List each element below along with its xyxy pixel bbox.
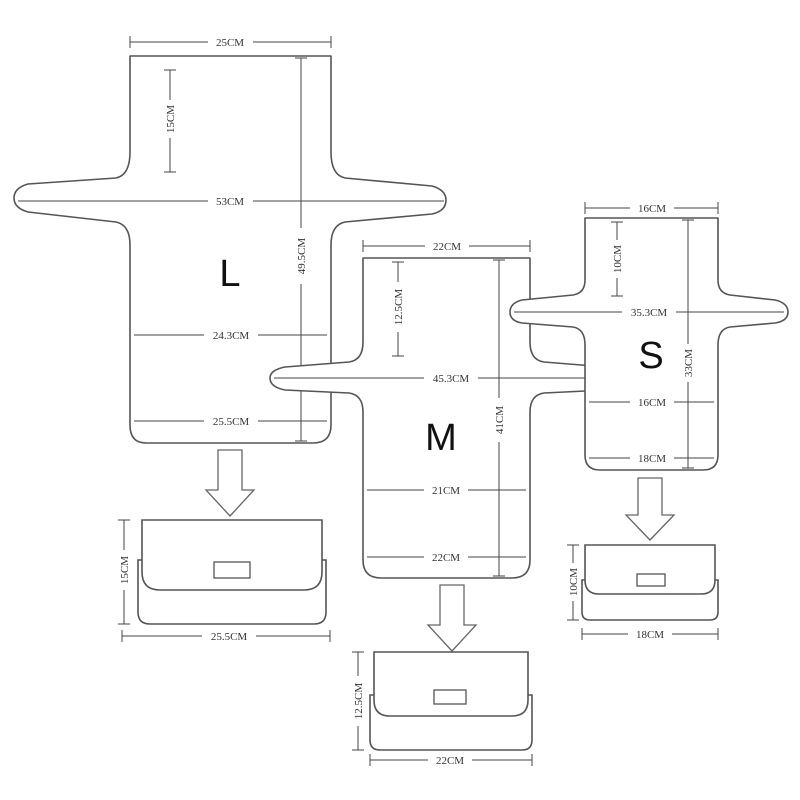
s-top-width-label: 16CM <box>638 203 666 215</box>
s-body-width-label: 16CM <box>638 397 666 409</box>
arrow-down-s-icon <box>624 477 676 541</box>
bag-l: 15CM 25.5CM <box>117 519 331 643</box>
m-bag-width-label: 22CM <box>436 755 464 767</box>
m-top-width-label: 22CM <box>433 241 461 253</box>
m-neck-height-label: 12.5CM <box>393 289 405 326</box>
m-wing-span-label: 45.3CM <box>433 373 470 385</box>
l-bottom-width-label: 25.5CM <box>213 416 250 428</box>
s-bag-height-label: 10CM <box>568 568 580 596</box>
m-total-height-label: 41CM <box>494 406 506 434</box>
m-bottom-width-label: 22CM <box>432 552 460 564</box>
s-bottom-width-label: 18CM <box>638 453 666 465</box>
bag-s-flap <box>584 544 716 595</box>
bag-l-clasp <box>213 561 251 579</box>
size-letter-l: L <box>219 253 240 295</box>
bag-m-flap <box>373 651 529 717</box>
arrow-down-l-icon <box>204 449 256 517</box>
pattern-s-outline <box>509 217 789 471</box>
s-bag-width-label: 18CM <box>636 629 664 641</box>
l-body-width-label: 24.3CM <box>213 330 250 342</box>
l-total-height-label: 49.5CM <box>296 238 308 275</box>
pattern-l: 25CM 15CM 53CM 24.3CM 25.5CM 49.5CM L <box>13 35 447 444</box>
bag-s-clasp <box>636 573 666 587</box>
l-wing-span-label: 53CM <box>216 196 244 208</box>
l-bag-height-label: 15CM <box>119 556 131 584</box>
m-bag-height-label: 12.5CM <box>353 683 365 720</box>
s-wing-span-label: 35.3CM <box>631 307 668 319</box>
l-top-width-label: 25CM <box>216 37 244 49</box>
l-neck-height-label: 15CM <box>165 105 177 133</box>
arrow-down-m-icon <box>426 584 478 652</box>
s-neck-height-label: 10CM <box>612 245 624 273</box>
pattern-s: 16CM 10CM 35.3CM 16CM 18CM 33CM S <box>509 201 789 471</box>
bag-m-clasp <box>433 689 467 705</box>
m-body-width-label: 21CM <box>432 485 460 497</box>
size-letter-s: S <box>638 335 663 377</box>
bag-m: 12.5CM 22CM <box>351 651 533 767</box>
s-total-height-label: 33CM <box>683 349 695 377</box>
l-bag-width-label: 25.5CM <box>211 631 248 643</box>
bag-s: 10CM 18CM <box>566 544 719 641</box>
size-letter-m: M <box>425 417 457 459</box>
bag-l-flap <box>141 519 323 591</box>
pattern-l-outline <box>13 55 447 444</box>
